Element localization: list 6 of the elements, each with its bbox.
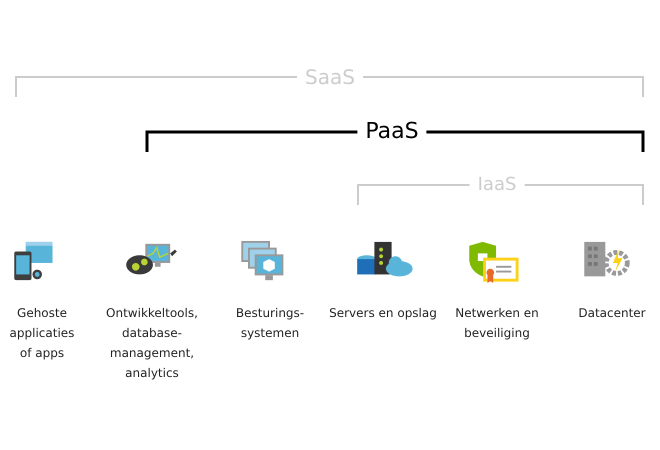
- item-label: Gehoste applicaties of apps: [8, 305, 76, 362]
- item-label: Ontwikkeltools, database- management, analytics: [105, 305, 199, 382]
- item-label: Besturings- systemen: [234, 305, 306, 342]
- item-label: Datacenter: [577, 305, 647, 322]
- item-label: Netwerken en beveiliging: [454, 305, 540, 342]
- item-label: Servers en opslag: [328, 305, 438, 322]
